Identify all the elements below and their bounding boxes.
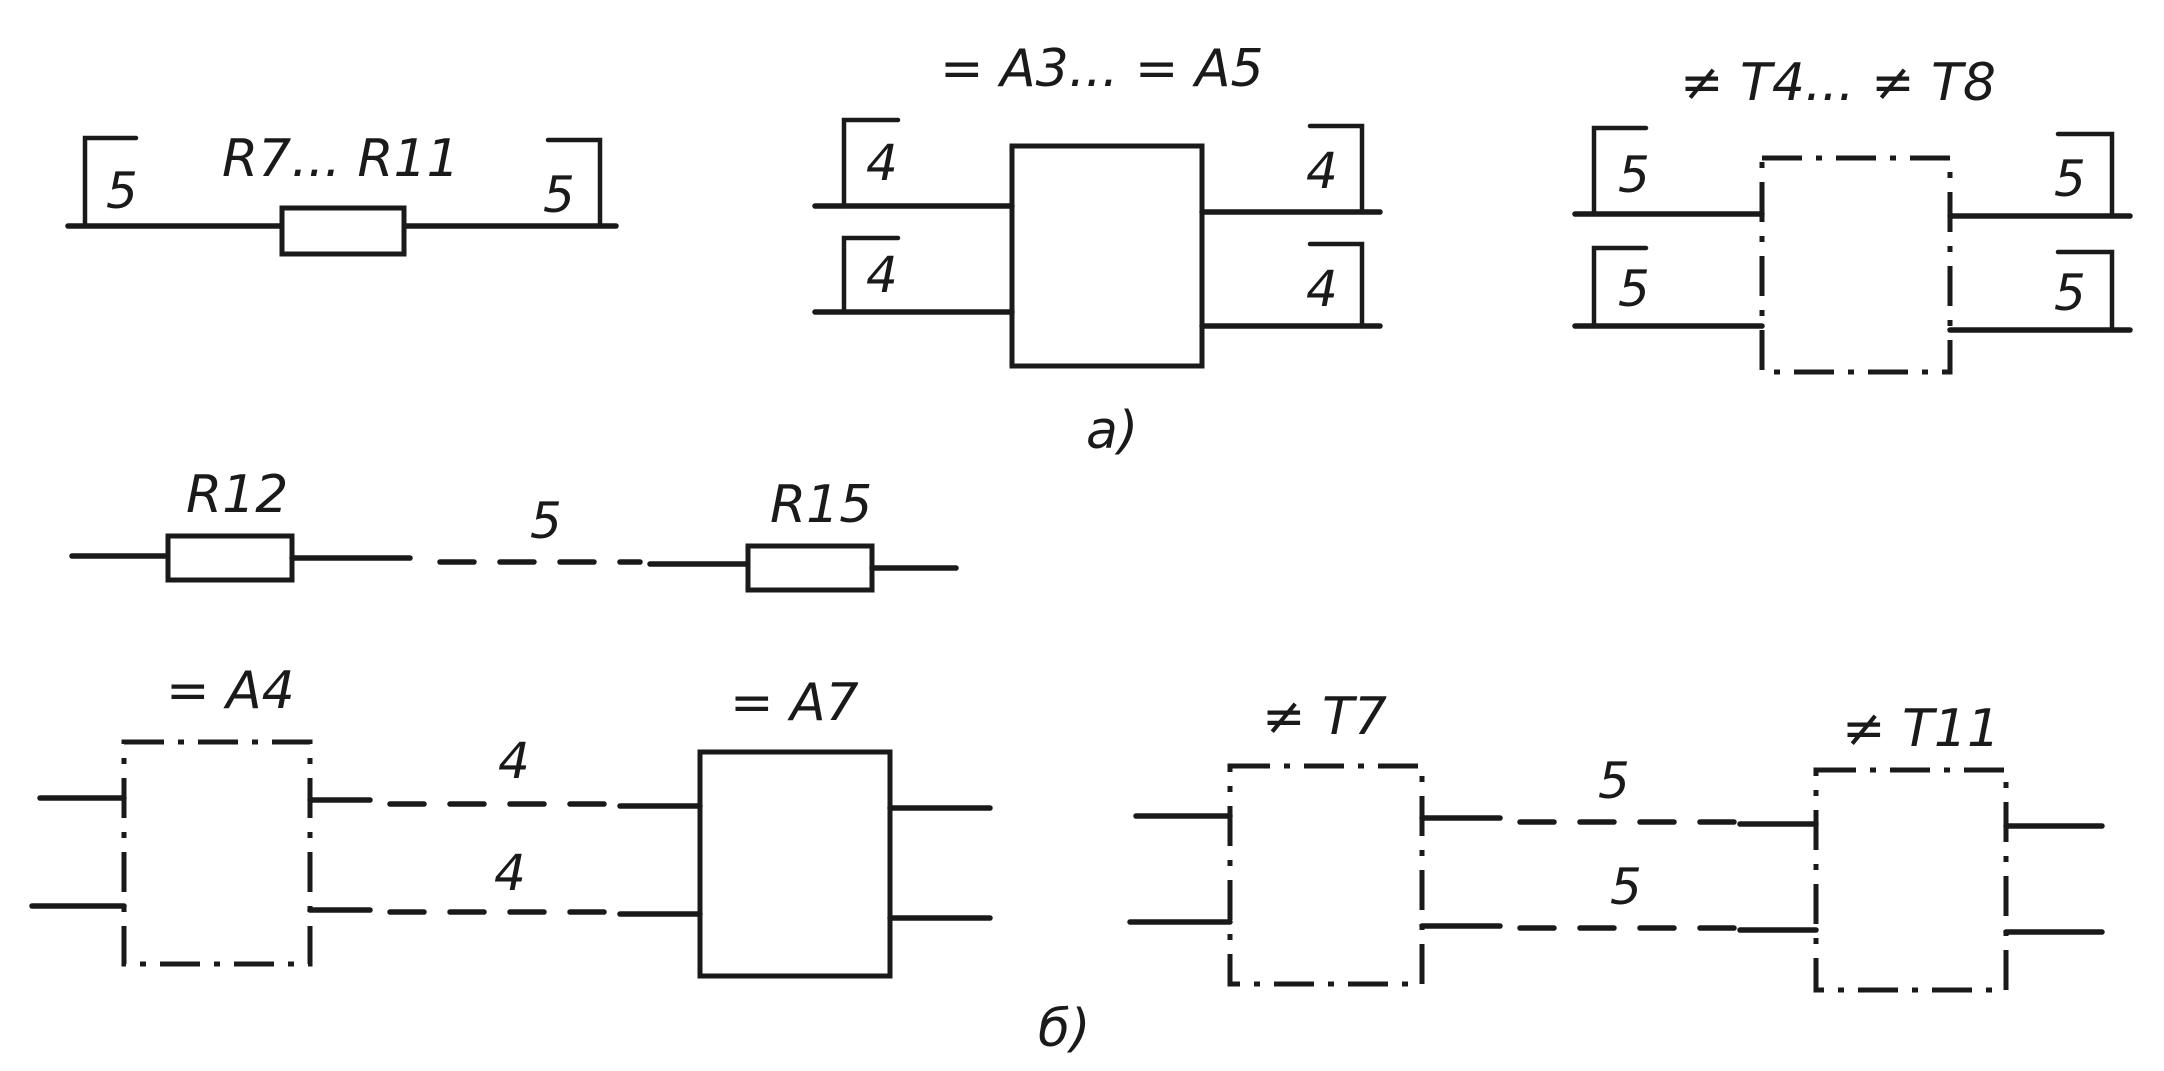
resistor-chain-r7-r11: 5 5 R7... R11: [65, 129, 619, 257]
a-group-box: [1009, 143, 1205, 369]
caption-a: а): [1086, 401, 1138, 461]
left-tag: 5: [106, 162, 138, 220]
a7-box: [697, 749, 893, 979]
a-tag-3: 4: [1306, 142, 1338, 200]
a4-box: [121, 739, 313, 967]
t-group-designation: ≠ T4... ≠ T8: [1680, 53, 1996, 113]
resistor-designation: R7... R11: [222, 129, 460, 189]
a-link-1: 4: [498, 732, 530, 790]
t-tag-1: 5: [1618, 146, 1650, 204]
a-tag-1: 4: [866, 134, 898, 192]
t-tag-4: 5: [2054, 264, 2086, 322]
t-group-block: ≠ T4... ≠ T8 5 5 5 5: [1572, 53, 2133, 375]
tag-bracket-right: [545, 137, 603, 229]
t-link-2: 5: [1610, 858, 1642, 916]
t-pair: ≠ T7 ≠ T11 5 5: [1127, 687, 2105, 993]
resistor-r15-label: R15: [770, 475, 872, 535]
a4-label: = A4: [166, 661, 295, 721]
resistor-link-number: 5: [530, 492, 562, 550]
t-group-box: [1759, 155, 1953, 375]
resistor-link-r12-r15: R12 R15 5: [69, 465, 959, 593]
a-group-designation: = A3... = A5: [940, 39, 1264, 99]
a-pair: = A4 = A7 4 4: [29, 661, 993, 979]
a-tag-4: 4: [1306, 260, 1338, 318]
a-link-2: 4: [494, 844, 526, 902]
t-tag-2: 5: [1618, 260, 1650, 318]
a-tag-2: 4: [866, 246, 898, 304]
t-tag-3: 5: [2054, 150, 2086, 208]
resistor-r12: [165, 533, 295, 583]
caption-b: б): [1038, 999, 1090, 1059]
t7-box: [1227, 763, 1425, 987]
a-group-block: = A3... = A5 4 4 4 4: [812, 39, 1383, 369]
t-link-1: 5: [1598, 752, 1630, 810]
resistor-r12-label: R12: [186, 465, 288, 525]
t11-box: [1813, 767, 2009, 993]
t7-label: ≠ T7: [1262, 687, 1387, 747]
right-tag: 5: [543, 166, 575, 224]
resistor-r7-r11: [279, 205, 407, 257]
resistor-r15: [745, 543, 875, 593]
a7-label: = A7: [730, 673, 859, 733]
tag-bracket-left: [82, 135, 139, 229]
t11-label: ≠ T11: [1842, 699, 2000, 759]
